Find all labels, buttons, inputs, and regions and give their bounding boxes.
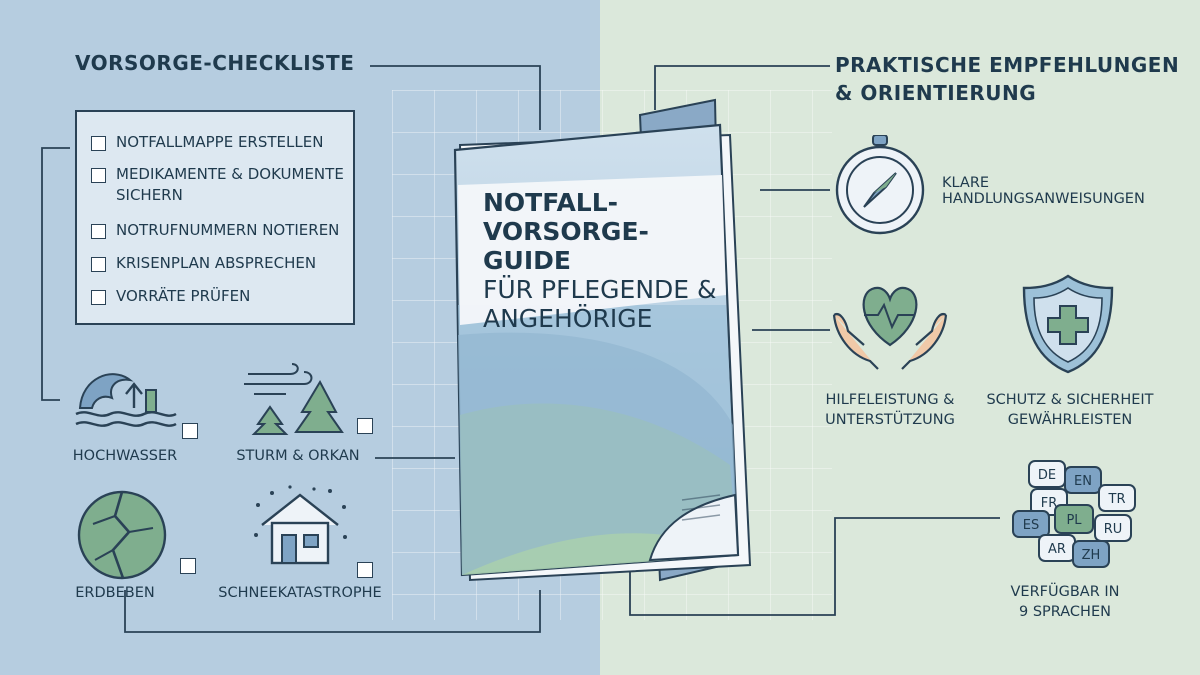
language-code: TR bbox=[1108, 492, 1126, 507]
language-bubbles-icon: DE EN FR TR ES PL RU AR ZH bbox=[1012, 460, 1136, 568]
checklist-item-label: NOTRUFNUMMERN NOTIEREN bbox=[116, 221, 340, 239]
language-bubble bbox=[1012, 510, 1050, 538]
flood-icon bbox=[75, 373, 177, 427]
checklist-item-label: NOTFALLMAPPE ERSTELLEN bbox=[116, 133, 324, 151]
storm-label: STURM & ORKAN bbox=[236, 448, 360, 464]
language-bubble bbox=[1072, 540, 1110, 568]
checkbox[interactable] bbox=[91, 136, 106, 151]
flood-checkbox[interactable] bbox=[182, 423, 198, 439]
checklist-item-emergency-folder[interactable]: NOTFALLMAPPE ERSTELLEN bbox=[91, 132, 323, 153]
checklist-item-medication-documents[interactable]: MEDIKAMENTE & DOKUMENTE SICHERN bbox=[91, 164, 344, 206]
guide-booklet bbox=[453, 98, 752, 582]
languages-label: VERFÜGBAR IN 9 SPRACHEN bbox=[1010, 584, 1120, 620]
language-bubble bbox=[1064, 466, 1102, 494]
language-code: EN bbox=[1074, 474, 1092, 489]
language-code: AR bbox=[1048, 542, 1066, 557]
checkbox[interactable] bbox=[91, 224, 106, 239]
checklist-item-supplies[interactable]: VORRÄTE PRÜFEN bbox=[91, 286, 250, 307]
guide-title: NOTFALL- VORSORGE-GUIDE FÜR PFLEGENDE & … bbox=[483, 188, 717, 333]
compass-label: KLARE HANDLUNGSANWEISUNGEN bbox=[942, 175, 1145, 207]
checklist-item-label: KRISENPLAN ABSPRECHEN bbox=[116, 254, 317, 272]
shield-icon bbox=[1022, 274, 1114, 374]
checkbox[interactable] bbox=[91, 290, 106, 305]
earthquake-icon bbox=[77, 490, 167, 580]
checklist-item-label: MEDIKAMENTE & DOKUMENTE SICHERN bbox=[116, 165, 344, 204]
checklist-item-label: VORRÄTE PRÜFEN bbox=[116, 287, 251, 305]
language-bubble bbox=[1098, 484, 1136, 512]
language-bubble bbox=[1094, 514, 1132, 542]
checkbox[interactable] bbox=[91, 257, 106, 272]
snow-house-icon bbox=[254, 485, 347, 565]
language-code: ES bbox=[1023, 518, 1039, 533]
language-code: ZH bbox=[1082, 548, 1101, 563]
recommendations-title: PRAKTISCHE EMPFEHLUNGEN & ORIENTIERUNG bbox=[835, 53, 1180, 105]
checklist-title: VORSORGE-CHECKLISTE bbox=[75, 51, 355, 75]
storm-checkbox[interactable] bbox=[357, 418, 373, 434]
earthquake-checkbox[interactable] bbox=[180, 558, 196, 574]
checklist-item-emergency-numbers[interactable]: NOTRUFNUMMERN NOTIEREN bbox=[91, 220, 339, 241]
protect-label: SCHUTZ & SICHERHEIT GEWÄHRLEISTEN bbox=[986, 392, 1154, 428]
language-code: PL bbox=[1066, 513, 1082, 528]
compass-icon bbox=[835, 135, 925, 235]
storm-icon bbox=[244, 363, 344, 435]
snow-label: SCHNEEKATASTROPHE bbox=[218, 585, 382, 601]
checklist-panel: NOTFALLMAPPE ERSTELLEN MEDIKAMENTE & DOK… bbox=[75, 110, 355, 325]
flood-label: HOCHWASSER bbox=[72, 448, 178, 464]
language-code: RU bbox=[1104, 522, 1123, 537]
checkbox[interactable] bbox=[91, 168, 106, 183]
checklist-item-crisis-plan[interactable]: KRISENPLAN ABSPRECHEN bbox=[91, 253, 316, 274]
earthquake-label: ERDBEBEN bbox=[75, 585, 155, 601]
snow-checkbox[interactable] bbox=[357, 562, 373, 578]
help-label: HILFELEISTUNG & UNTERSTÜTZUNG bbox=[825, 392, 955, 428]
language-code: DE bbox=[1038, 468, 1056, 483]
language-code: FR bbox=[1041, 496, 1058, 511]
helping-hands-heart-icon bbox=[832, 286, 948, 370]
language-bubble bbox=[1054, 504, 1094, 534]
